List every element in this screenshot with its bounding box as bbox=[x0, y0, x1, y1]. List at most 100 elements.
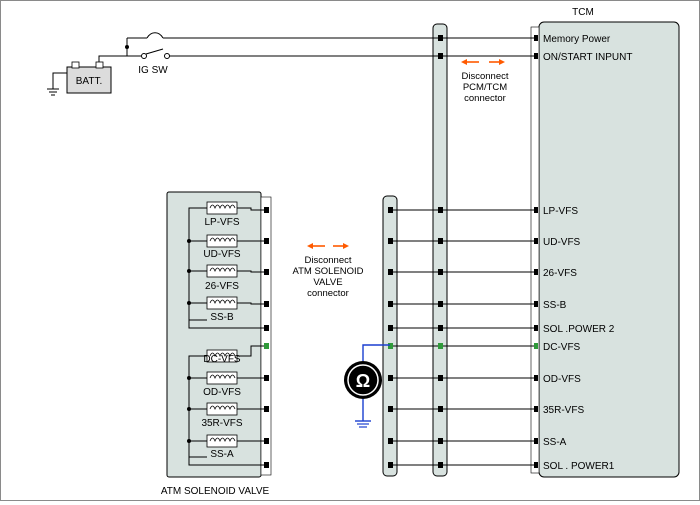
solenoid-pin bbox=[264, 375, 269, 381]
tcm-pin-5 bbox=[534, 301, 538, 307]
atm-note-line-4: connector bbox=[307, 288, 349, 299]
solenoid-coil: 35R-VFS bbox=[201, 402, 264, 429]
tcm-pin-label: Memory Power bbox=[543, 34, 611, 45]
harness-pin bbox=[438, 325, 443, 331]
tcm-pin-0 bbox=[534, 35, 538, 41]
battery-positive-wire bbox=[98, 55, 127, 62]
harness-pin bbox=[438, 438, 443, 444]
coil-label: SS-A bbox=[210, 449, 234, 460]
solenoid-pin bbox=[264, 269, 269, 275]
tcm-pin-label: SOL .POWER 2 bbox=[543, 324, 615, 335]
coil-icon bbox=[206, 434, 238, 448]
solenoid-pin bbox=[264, 343, 269, 349]
battery-ground-wire bbox=[52, 72, 67, 89]
solenoid-pin bbox=[264, 462, 269, 468]
meter-ground-icon bbox=[355, 420, 371, 428]
solenoid-valve-title: ATM SOLENOID VALVE bbox=[161, 486, 270, 497]
solenoid-coil: 26-VFS bbox=[205, 264, 264, 292]
solenoid-pin bbox=[264, 207, 269, 213]
valve-harness-pin bbox=[388, 462, 393, 468]
pcm-note-line-2: PCM/TCM bbox=[463, 82, 507, 93]
coil-label: UD-VFS bbox=[203, 249, 241, 260]
harness-connector-body bbox=[432, 23, 448, 477]
solenoid-coil: DC-VFS bbox=[203, 345, 264, 365]
coil-label: SS-B bbox=[210, 312, 234, 323]
coil-icon bbox=[206, 402, 238, 416]
valve-harness-pin bbox=[388, 375, 393, 381]
tcm-pin-2 bbox=[534, 207, 538, 213]
solenoid-coil: SS-B bbox=[206, 296, 264, 323]
valve-harness-pin bbox=[388, 301, 393, 307]
valve-harness-pin bbox=[388, 325, 393, 331]
pcm-disconnect-note: Disconnect PCM/TCM connector bbox=[461, 59, 509, 104]
ohmmeter: Ω bbox=[344, 344, 390, 428]
tcm-pin-label: SS-B bbox=[543, 300, 567, 311]
atm-disconnect-note: Disconnect ATM SOLENOID VALVE connector bbox=[292, 243, 364, 299]
battery-icon bbox=[66, 66, 112, 94]
valve-harness-pin bbox=[388, 343, 393, 349]
tcm-pin-1 bbox=[534, 53, 538, 59]
solenoid-pin bbox=[264, 301, 269, 307]
coil-label: LP-VFS bbox=[204, 217, 239, 228]
atm-disconnect-arrow-icon bbox=[307, 243, 349, 249]
harness-pin bbox=[438, 462, 443, 468]
tcm-pin-7 bbox=[534, 343, 538, 349]
solenoid-pin bbox=[264, 438, 269, 444]
atm-solenoid-valve: LP-VFS UD-VFS 26-VFS SS-B DC-VFS OD-VFS 35R-VF… bbox=[161, 191, 272, 497]
tcm-pin-8 bbox=[534, 375, 538, 381]
ohm-symbol: Ω bbox=[356, 371, 370, 391]
coil-label: OD-VFS bbox=[203, 387, 241, 398]
coil-icon bbox=[206, 296, 238, 310]
coil-icon bbox=[206, 264, 238, 278]
tcm-pin-label: 26-VFS bbox=[543, 268, 577, 279]
tcm-pin-label: OD-VFS bbox=[543, 374, 581, 385]
tcm-title: TCM bbox=[572, 7, 594, 18]
pcm-harness-connector bbox=[382, 23, 448, 477]
solenoid-connector-strip bbox=[260, 196, 272, 476]
solenoid-coil: UD-VFS bbox=[203, 234, 264, 260]
tcm-pin-label: DC-VFS bbox=[543, 342, 581, 353]
tcm-pin-11 bbox=[534, 462, 538, 468]
valve-harness-pin bbox=[388, 438, 393, 444]
tcm-pin-label: UD-VFS bbox=[543, 237, 581, 248]
atm-note-line-2: ATM SOLENOID bbox=[292, 266, 363, 277]
battery-circuit: BATT. IG SW bbox=[47, 32, 441, 96]
valve-harness-pin bbox=[388, 207, 393, 213]
solenoid-pin bbox=[264, 406, 269, 412]
coil-label: 26-VFS bbox=[205, 281, 239, 292]
atm-note-line-3: VALVE bbox=[313, 277, 342, 288]
tcm-pin-6 bbox=[534, 325, 538, 331]
tcm-pin-label: ON/START INPUNT bbox=[543, 52, 632, 63]
ig-sw-label: IG SW bbox=[138, 65, 168, 76]
tcm-pin-10 bbox=[534, 438, 538, 444]
tcm-pin-9 bbox=[534, 406, 538, 412]
meter-probe-wire bbox=[362, 344, 390, 361]
harness-pin bbox=[438, 269, 443, 275]
coil-label: DC-VFS bbox=[203, 354, 241, 365]
valve-harness-connector-body bbox=[382, 195, 398, 477]
harness-pin bbox=[438, 406, 443, 412]
ignition-switch-icon bbox=[145, 48, 164, 55]
tcm-pin-label: 35R-VFS bbox=[543, 405, 584, 416]
tcm-pin-4 bbox=[534, 269, 538, 275]
ohmmeter-icon bbox=[344, 361, 382, 399]
valve-harness-pin bbox=[388, 406, 393, 412]
fuse-icon bbox=[146, 32, 164, 39]
tcm-connector-strip bbox=[530, 26, 540, 474]
pcm-disconnect-arrow-icon bbox=[461, 59, 505, 65]
coil-icon bbox=[206, 371, 238, 385]
battery-label: BATT. bbox=[76, 76, 102, 87]
pcm-note-line-1: Disconnect bbox=[462, 71, 509, 82]
coil-common-bus bbox=[187, 207, 264, 466]
tcm-pin-label: SS-A bbox=[543, 437, 567, 448]
valve-harness-pin bbox=[388, 269, 393, 275]
valve-harness-pin bbox=[388, 238, 393, 244]
harness-pin bbox=[438, 301, 443, 307]
pcm-note-line-3: connector bbox=[464, 93, 506, 104]
tcm-pin-label: SOL . POWER1 bbox=[543, 461, 615, 472]
harness-wire-list bbox=[264, 35, 534, 468]
coil-icon bbox=[206, 201, 238, 215]
